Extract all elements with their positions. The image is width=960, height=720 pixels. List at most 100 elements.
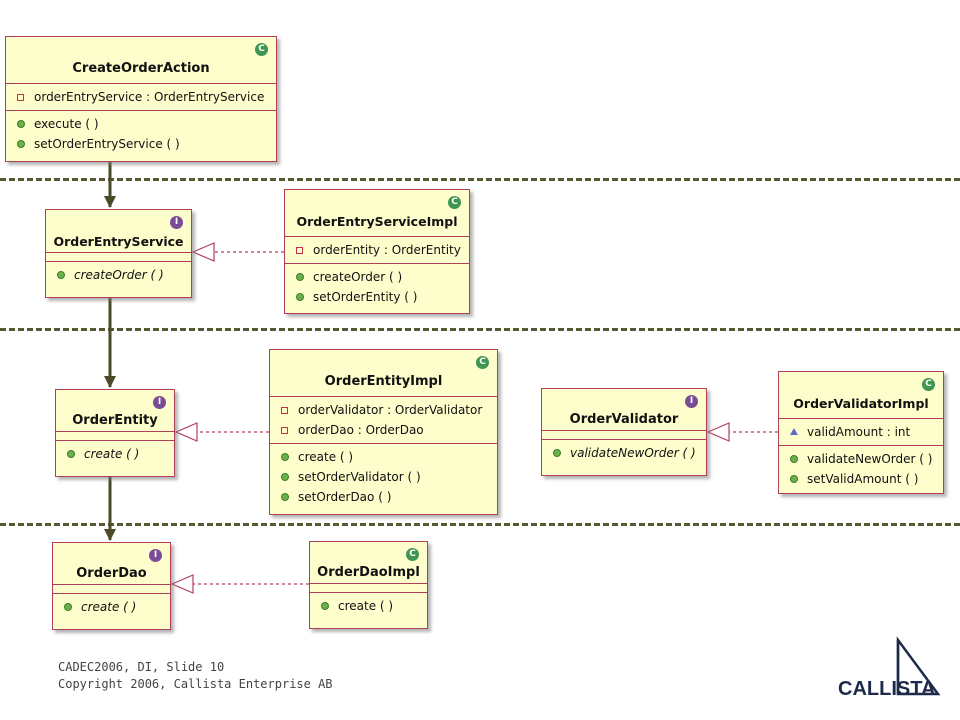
operations-section: validateNewOrder ( ) [542, 440, 706, 466]
layer-separator-3 [0, 523, 960, 526]
interface-badge-icon: I [685, 395, 698, 408]
attribute: validAmount : int [779, 422, 943, 442]
attributes-section: orderEntryService : OrderEntryService [6, 84, 276, 111]
class-name: OrderEntityImpl [324, 374, 443, 389]
operation: setOrderValidator ( ) [270, 467, 497, 487]
class-header: OrderDao I [53, 543, 170, 585]
callista-logo-icon [896, 636, 941, 696]
class-badge-icon: C [448, 196, 461, 209]
operations-section: validateNewOrder ( ) setValidAmount ( ) [779, 446, 943, 492]
class-header: OrderEntity I [56, 390, 174, 432]
class-header: OrderEntryService I [46, 210, 191, 253]
callista-logo-text: CALLISTA [838, 678, 936, 700]
private-attribute-icon [281, 427, 288, 434]
operation: execute ( ) [6, 114, 276, 134]
operations-section: create ( ) setOrderValidator ( ) setOrde… [270, 444, 497, 510]
public-operation-icon [790, 475, 798, 483]
attribute: orderValidator : OrderValidator [270, 400, 497, 420]
class-name: OrderEntryServiceImpl [296, 214, 458, 229]
class-name: OrderValidatorImpl [793, 396, 929, 411]
public-operation-icon [281, 473, 289, 481]
class-name: CreateOrderAction [72, 61, 210, 76]
attributes-section [46, 253, 191, 262]
class-header: OrderValidatorImpl C [779, 372, 943, 419]
private-attribute-icon [281, 407, 288, 414]
public-operation-icon [281, 453, 289, 461]
public-operation-icon [296, 293, 304, 301]
operation: validateNewOrder ( ) [779, 449, 943, 469]
class-header: OrderDaoImpl C [310, 542, 427, 584]
attribute: orderDao : OrderDao [270, 420, 497, 440]
operation: createOrder ( ) [46, 265, 191, 285]
attributes-section [310, 584, 427, 593]
public-operation-icon [17, 140, 25, 148]
operation: create ( ) [53, 597, 170, 617]
operations-section: createOrder ( ) setOrderEntity ( ) [285, 264, 469, 310]
class-name: OrderEntryService [53, 234, 184, 249]
interface-order-dao[interactable]: OrderDao I create ( ) [52, 542, 171, 630]
public-operation-icon [553, 449, 561, 457]
class-name: OrderDao [76, 566, 147, 581]
class-badge-icon: C [476, 356, 489, 369]
public-operation-icon [296, 273, 304, 281]
class-badge-icon: C [406, 548, 419, 561]
layer-separator-1 [0, 178, 960, 181]
operation: create ( ) [310, 596, 427, 616]
class-create-order-action[interactable]: CreateOrderAction C orderEntryService : … [5, 36, 277, 162]
class-header: OrderValidator I [542, 389, 706, 431]
realization-arrowhead [706, 422, 730, 442]
public-operation-icon [67, 450, 75, 458]
class-order-validator-impl[interactable]: OrderValidatorImpl C validAmount : int v… [778, 371, 944, 494]
class-name: OrderEntity [72, 413, 158, 428]
class-name: OrderValidator [569, 412, 679, 427]
attributes-section [56, 432, 174, 441]
interface-order-entry-service[interactable]: OrderEntryService I createOrder ( ) [45, 209, 192, 298]
public-operation-icon [57, 271, 65, 279]
operations-section: createOrder ( ) [46, 262, 191, 288]
attributes-section [542, 431, 706, 440]
attributes-section [53, 585, 170, 594]
class-order-entity-impl[interactable]: OrderEntityImpl C orderValidator : Order… [269, 349, 498, 515]
layer-separator-2 [0, 328, 960, 331]
class-badge-icon: C [255, 43, 268, 56]
attribute: orderEntryService : OrderEntryService [6, 87, 276, 107]
package-attribute-icon [790, 428, 798, 435]
footer-slide-info: CADEC2006, DI, Slide 10 [58, 660, 225, 674]
operation: create ( ) [270, 447, 497, 467]
public-operation-icon [281, 493, 289, 501]
interface-order-validator[interactable]: OrderValidator I validateNewOrder ( ) [541, 388, 707, 476]
operations-section: create ( ) [310, 593, 427, 619]
class-badge-icon: C [922, 378, 935, 391]
class-name: OrderDaoImpl [317, 565, 420, 580]
footer-copyright: Copyright 2006, Callista Enterprise AB [58, 677, 333, 691]
class-header: CreateOrderAction C [6, 37, 276, 84]
realization-arrowhead [170, 574, 194, 594]
operation: setOrderDao ( ) [270, 487, 497, 507]
operation: createOrder ( ) [285, 267, 469, 287]
attribute: orderEntity : OrderEntity [285, 240, 469, 260]
public-operation-icon [321, 602, 329, 610]
class-header: OrderEntryServiceImpl C [285, 190, 469, 237]
operations-section: execute ( ) setOrderEntryService ( ) [6, 111, 276, 157]
attributes-section: orderValidator : OrderValidator orderDao… [270, 397, 497, 444]
operations-section: create ( ) [56, 441, 174, 467]
class-header: OrderEntityImpl C [270, 350, 497, 397]
operation: validateNewOrder ( ) [542, 443, 706, 463]
realization-arrowhead [191, 242, 215, 262]
interface-badge-icon: I [149, 549, 162, 562]
private-attribute-icon [17, 94, 24, 101]
interface-badge-icon: I [170, 216, 183, 229]
public-operation-icon [790, 455, 798, 463]
operation: create ( ) [56, 444, 174, 464]
operations-section: create ( ) [53, 594, 170, 620]
class-order-entry-service-impl[interactable]: OrderEntryServiceImpl C orderEntity : Or… [284, 189, 470, 314]
public-operation-icon [64, 603, 72, 611]
interface-order-entity[interactable]: OrderEntity I create ( ) [55, 389, 175, 477]
operation: setValidAmount ( ) [779, 469, 943, 489]
private-attribute-icon [296, 247, 303, 254]
public-operation-icon [17, 120, 25, 128]
attributes-section: validAmount : int [779, 419, 943, 446]
class-order-dao-impl[interactable]: OrderDaoImpl C create ( ) [309, 541, 428, 629]
realization-arrowhead [174, 422, 198, 442]
